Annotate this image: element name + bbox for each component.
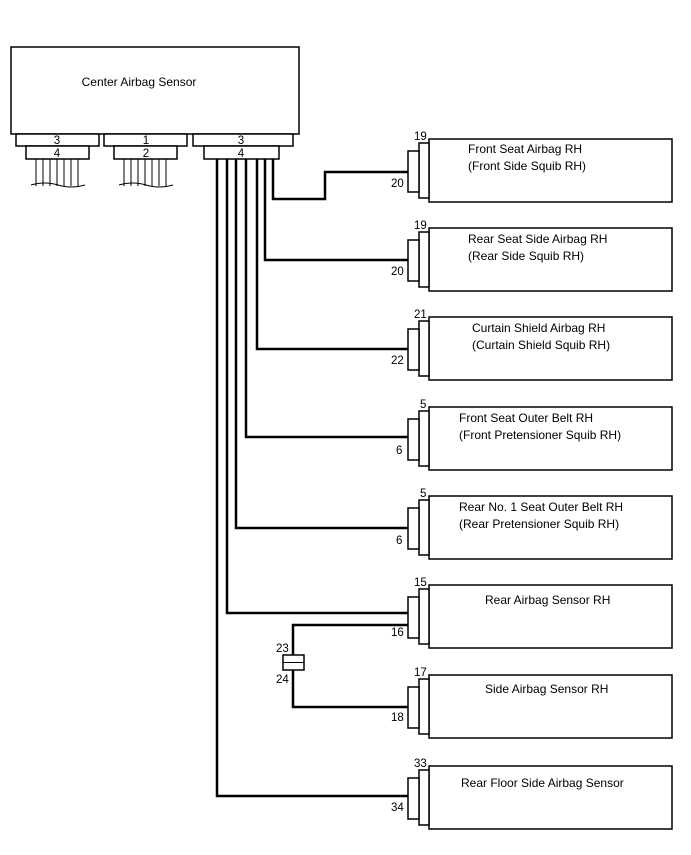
component-rear-seat-outer-belt: Rear No. 1 Seat Outer Belt RH (Rear Pret… [396, 488, 673, 560]
connector-middle-pin-top: 1 [143, 135, 149, 147]
component-connector-plug [407, 596, 420, 639]
component-connector-outer [418, 499, 430, 556]
harness-wires [215, 159, 408, 798]
component-pin-bottom: 20 [391, 178, 404, 190]
wire-rear-seat-outer-belt [234, 159, 408, 530]
wire-rear-floor-side-airbag [215, 159, 408, 798]
component-body [428, 495, 673, 560]
component-pin-top: 5 [420, 488, 426, 500]
connector-left: 3 4 [15, 133, 100, 188]
connector-left-wires [30, 159, 86, 188]
component-rear-floor-side-airbag-sensor: Rear Floor Side Airbag Sensor 33 34 [391, 758, 673, 830]
component-pin-bottom: 16 [391, 627, 404, 639]
component-label-line2: (Rear Pretensioner Squib RH) [459, 517, 619, 531]
component-label-line2: (Front Pretensioner Squib RH) [459, 428, 621, 442]
component-pin-top: 33 [414, 758, 427, 770]
component-body [428, 227, 673, 292]
component-label-line1: Rear No. 1 Seat Outer Belt RH [459, 500, 623, 514]
connector-left-pin-bottom: 4 [54, 148, 61, 160]
connector-middle-pin-bottom: 2 [143, 148, 149, 160]
component-body [428, 316, 673, 381]
connector-right-plug [203, 145, 280, 160]
component-connector-outer [418, 142, 430, 199]
component-pin-bottom: 34 [391, 802, 404, 814]
center-airbag-sensor: Center Airbag Sensor 3 4 1 2 [10, 46, 300, 188]
component-pin-top: 19 [414, 131, 427, 143]
wire-front-seat-airbag [271, 159, 408, 201]
connector-middle-wires [118, 159, 174, 188]
component-label-line1: Front Seat Outer Belt RH [459, 411, 593, 425]
wire-rear-sensor-to-junction [291, 623, 408, 655]
component-label-line2: (Rear Side Squib RH) [468, 249, 584, 263]
component-connector-outer [418, 410, 430, 467]
component-connector-outer [418, 678, 430, 735]
component-label-line1: Front Seat Airbag RH [468, 142, 582, 156]
component-connector-outer [418, 231, 430, 288]
component-curtain-shield-airbag: Curtain Shield Airbag RH (Curtain Shield… [391, 309, 673, 381]
component-pin-top: 15 [414, 577, 427, 589]
connector-right-pin-bottom: 4 [238, 148, 245, 160]
component-connector-plug [407, 328, 420, 371]
component-body [428, 138, 673, 203]
component-label-line2: (Front Side Squib RH) [468, 159, 586, 173]
component-side-airbag-sensor: Side Airbag Sensor RH 17 18 [391, 667, 673, 739]
component-label-line1: Rear Floor Side Airbag Sensor [461, 776, 624, 790]
wire-junction-to-side-sensor [291, 670, 408, 709]
component-connector-plug [407, 686, 420, 729]
component-pin-bottom: 6 [396, 445, 402, 457]
component-label-line1: Rear Seat Side Airbag RH [468, 232, 607, 246]
component-connector-outer [418, 320, 430, 377]
component-pin-top: 5 [420, 399, 426, 411]
junction-connector: 23 24 [276, 643, 305, 686]
component-label-line1: Rear Airbag Sensor RH [485, 593, 610, 607]
component-connector-outer [418, 588, 430, 645]
component-connector-plug [407, 418, 420, 461]
component-body [428, 584, 673, 649]
component-connector-plug [407, 239, 420, 282]
wire-curtain-shield-airbag [255, 159, 408, 351]
component-label-line1: Side Airbag Sensor RH [485, 682, 608, 696]
component-connector-outer [418, 769, 430, 826]
component-front-seat-outer-belt: Front Seat Outer Belt RH (Front Pretensi… [396, 399, 673, 471]
component-connector-plug [407, 507, 420, 550]
component-body [428, 674, 673, 739]
center-sensor-title: Center Airbag Sensor [82, 75, 197, 89]
component-connector-plug [407, 777, 420, 820]
component-rear-airbag-sensor: Rear Airbag Sensor RH 15 16 [391, 577, 673, 649]
wire-rear-seat-side-airbag [263, 159, 408, 262]
junction-pin-bottom: 24 [276, 674, 289, 686]
connector-right: 3 4 [192, 133, 294, 160]
component-pin-top: 21 [414, 309, 427, 321]
connector-middle: 1 2 [103, 133, 188, 188]
center-sensor-body [10, 46, 300, 135]
component-label-line1: Curtain Shield Airbag RH [472, 321, 605, 335]
component-pin-bottom: 22 [391, 355, 404, 367]
connector-right-pin-top: 3 [238, 135, 244, 147]
component-pin-bottom: 6 [396, 535, 402, 547]
component-pin-bottom: 18 [391, 712, 404, 724]
component-pin-top: 19 [414, 220, 427, 232]
component-body [428, 765, 673, 830]
component-front-seat-airbag: Front Seat Airbag RH (Front Side Squib R… [391, 131, 673, 203]
component-pin-top: 17 [414, 667, 427, 679]
wire-front-seat-outer-belt [244, 159, 408, 439]
component-label-line2: (Curtain Shield Squib RH) [472, 338, 610, 352]
junction-pin-top: 23 [276, 643, 289, 655]
component-pin-bottom: 20 [391, 266, 404, 278]
wire-rear-airbag-sensor [225, 159, 408, 615]
component-connector-plug [407, 150, 420, 193]
component-rear-seat-side-airbag: Rear Seat Side Airbag RH (Rear Side Squi… [391, 220, 673, 292]
connector-left-pin-top: 3 [54, 135, 60, 147]
